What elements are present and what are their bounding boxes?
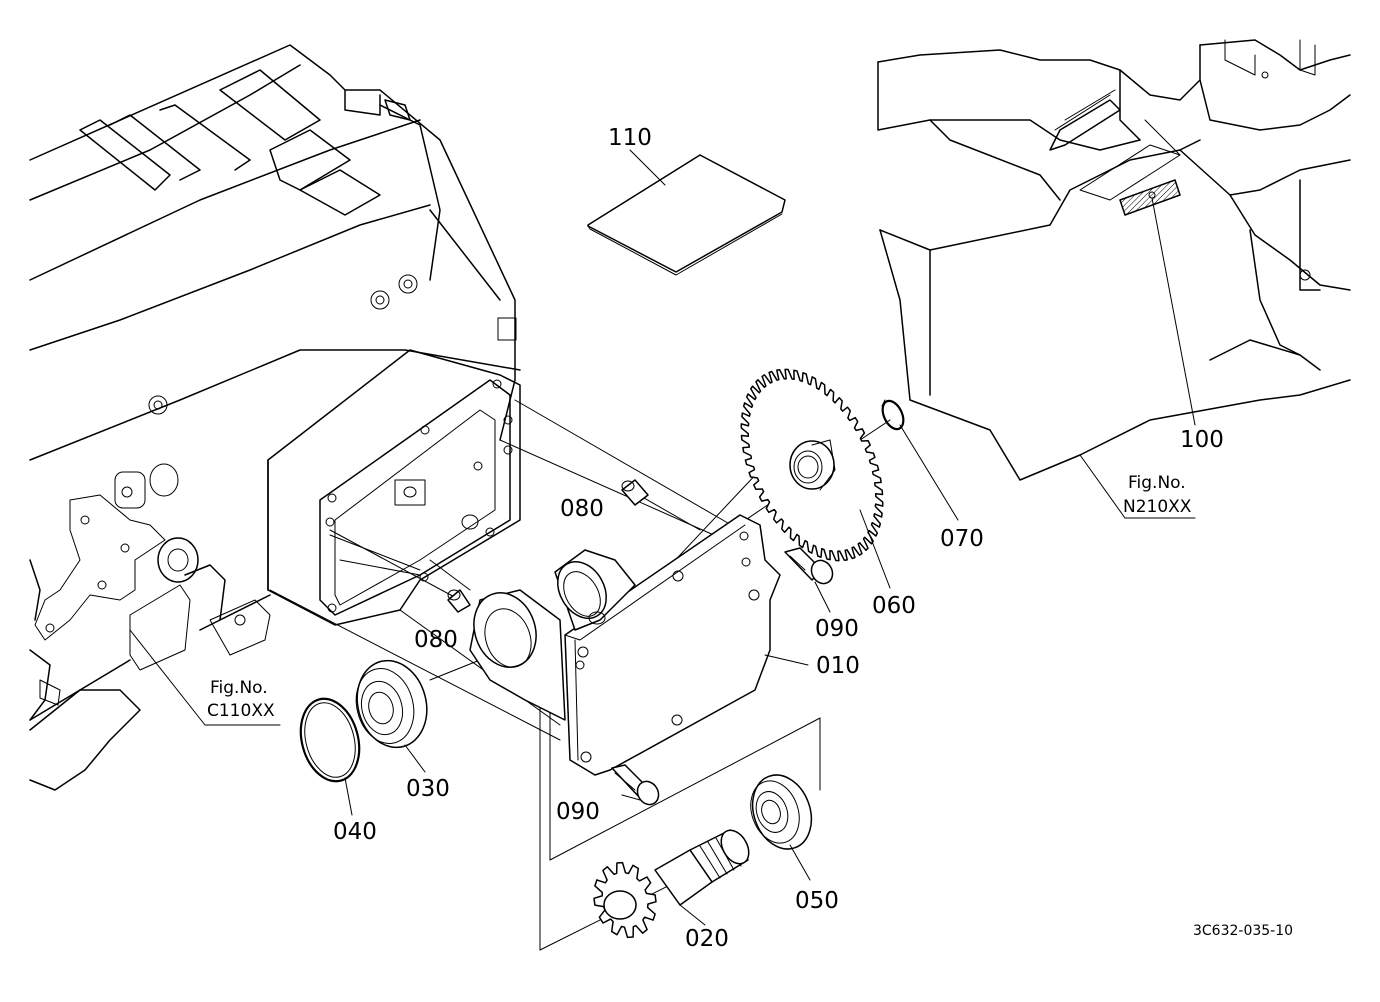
label-080-a: 080 — [560, 496, 604, 522]
label-090-b: 090 — [556, 799, 600, 825]
part-080-dowel-a — [621, 479, 649, 506]
part-050-bearing — [750, 774, 813, 850]
leader-lines — [344, 424, 959, 926]
label-090-a: 090 — [815, 616, 859, 642]
part-010-cover — [469, 514, 781, 776]
part-070-snap-ring — [881, 399, 905, 431]
fig-ref-title: Fig.No. — [210, 678, 268, 698]
label-070: 070 — [940, 526, 984, 552]
part-040-circlip — [299, 697, 361, 783]
part-020-pinion-shaft — [593, 829, 750, 939]
part-090-bolt-a — [784, 547, 834, 585]
label-020: 020 — [685, 926, 729, 952]
label-100: 100 — [1180, 427, 1224, 453]
part-090-bolt-b — [611, 764, 660, 806]
label-050: 050 — [795, 888, 839, 914]
fig-ref-c110xx: Fig.No. C110XX — [129, 629, 281, 726]
fig-ref-title: Fig.No. — [1128, 473, 1186, 493]
part-060-gear — [740, 368, 884, 562]
diagram-code: 3C632-035-10 — [1193, 923, 1293, 939]
label-110: 110 — [608, 125, 652, 151]
fig-ref-n210xx: Fig.No. N210XX — [1123, 473, 1192, 517]
label-030: 030 — [406, 776, 450, 802]
label-060: 060 — [872, 593, 916, 619]
part-number-labels: 110 100 070 080 060 090 080 010 030 090 … — [333, 125, 1293, 952]
transmission-case — [29, 44, 521, 791]
label-010: 010 — [816, 653, 860, 679]
part-110-sheet — [587, 149, 786, 276]
label-040: 040 — [333, 819, 377, 845]
cab-panel-reference — [877, 39, 1351, 519]
fig-ref-code: N210XX — [1123, 497, 1192, 517]
part-030-bearing — [355, 659, 428, 749]
label-080-b: 080 — [414, 627, 458, 653]
fig-ref-code: C110XX — [207, 701, 275, 721]
part-080-dowel-b — [447, 589, 471, 613]
